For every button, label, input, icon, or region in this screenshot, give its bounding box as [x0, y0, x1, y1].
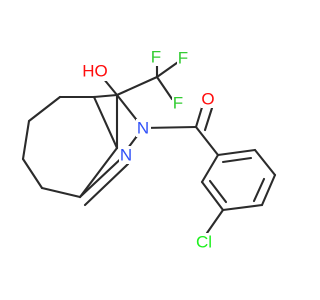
bond [92, 95, 119, 150]
bond [253, 148, 277, 177]
bond [208, 179, 228, 204]
bond [252, 177, 266, 203]
fluorine-label: F [151, 48, 161, 67]
bond [260, 173, 277, 207]
nitrogen-label: N [120, 146, 132, 165]
bond [155, 75, 174, 101]
hydroxyl-label: HO [82, 62, 108, 81]
bond [205, 208, 225, 235]
bond [203, 106, 214, 132]
bond [221, 203, 264, 212]
bond [27, 95, 62, 123]
oxygen-label: O [201, 90, 214, 109]
bond [216, 148, 257, 157]
fluorine-label: F [178, 49, 188, 68]
bond [40, 186, 82, 199]
bond [141, 125, 198, 130]
bond [78, 146, 119, 199]
bond [200, 153, 220, 184]
bond [200, 180, 225, 212]
chemical-structure: HO F F F O N N Cl [21, 48, 277, 252]
chlorine-label: Cl [196, 233, 212, 252]
bond [83, 162, 130, 207]
bond [115, 75, 159, 97]
bond [221, 156, 253, 164]
nitrogen-label: N [137, 119, 149, 138]
bond [92, 93, 119, 99]
bond [21, 157, 44, 190]
atom-labels: HO F F F O N N Cl [81, 48, 217, 252]
bond-lines [21, 55, 277, 235]
fluorine-label: F [173, 94, 183, 113]
bond [194, 125, 220, 157]
bond [21, 119, 31, 161]
